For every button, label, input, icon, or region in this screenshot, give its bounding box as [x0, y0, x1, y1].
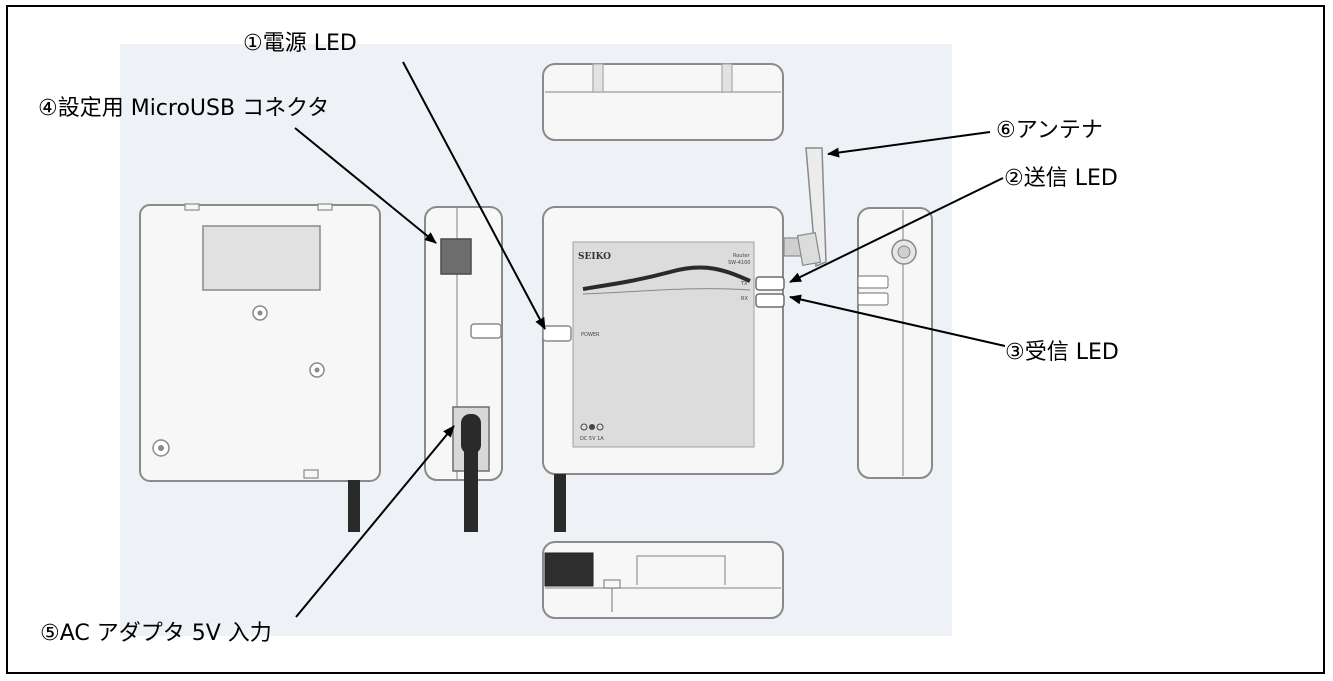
dc-input-label: DC 5V 1A — [580, 436, 604, 442]
arrow-antenna — [827, 131, 991, 158]
back-view — [139, 203, 381, 532]
leader-arrows — [294, 61, 1006, 618]
device-model: Router — [733, 253, 751, 259]
arrow-ac-adapter — [295, 425, 455, 618]
arrow-power-led — [402, 61, 546, 330]
label-antenna: ⑥アンテナ — [996, 118, 1103, 143]
power-led — [542, 325, 572, 342]
label-ac-adapter: ⑤AC アダプタ 5V 入力 — [40, 621, 272, 646]
receive-led — [755, 293, 785, 308]
power-label: POWER — [581, 332, 600, 338]
bottom-view — [542, 541, 784, 619]
right-side-view — [857, 207, 933, 479]
diagram-frame — [6, 5, 1325, 674]
front-view: SEIKO Router SW-4100 TX RX POWER DC 5V 1… — [542, 206, 785, 532]
arrow-usb — [294, 127, 437, 244]
antenna-illustration — [783, 147, 827, 268]
device-model-code: SW-4100 — [728, 260, 750, 266]
label-receive-led: ③受信 LED — [1005, 340, 1119, 365]
dc-symbol — [580, 423, 604, 431]
top-view — [542, 63, 784, 141]
micro-usb-connector — [440, 238, 472, 275]
rx-label: RX — [741, 296, 748, 302]
arrow-send-led — [789, 177, 1004, 283]
device-brand: SEIKO — [578, 252, 611, 262]
left-side-view — [424, 206, 503, 532]
tx-label: TX — [740, 281, 748, 287]
label-send-led: ②送信 LED — [1004, 166, 1118, 191]
label-setting-usb: ④設定用 MicroUSB コネクタ — [38, 96, 330, 121]
label-power-led: ①電源 LED — [243, 31, 357, 56]
send-led — [755, 276, 785, 291]
arrow-receive-led — [789, 294, 1006, 347]
